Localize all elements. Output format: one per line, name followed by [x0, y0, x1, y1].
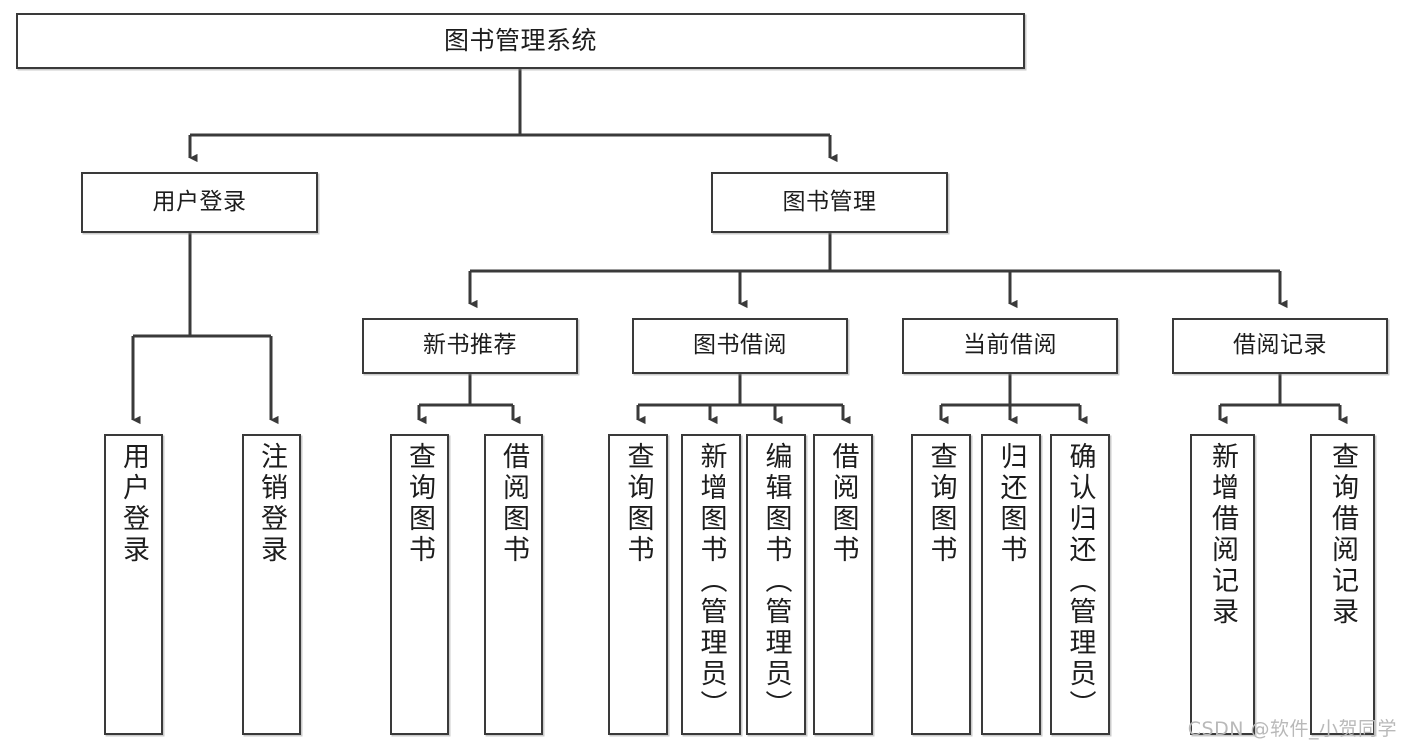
leaf-current-return-book[interactable]: 归还图书 — [981, 434, 1041, 735]
node-label: 查询借阅记录 — [1327, 442, 1358, 628]
leaf-record-query-borrow-record[interactable]: 查询借阅记录 — [1310, 434, 1375, 735]
node-book-management[interactable]: 图书管理 — [711, 172, 948, 233]
node-root-book-management-system[interactable]: 图书管理系统 — [16, 13, 1025, 69]
node-borrowing-records[interactable]: 借阅记录 — [1172, 318, 1388, 374]
node-label: 图书借阅 — [693, 332, 787, 359]
node-book-borrowing[interactable]: 图书借阅 — [632, 318, 848, 374]
node-label: 图书管理 — [782, 188, 877, 215]
node-label: 注销登录 — [256, 442, 287, 566]
leaf-new-book-query[interactable]: 查询图书 — [390, 434, 449, 735]
node-user-login[interactable]: 用户登录 — [81, 172, 318, 233]
leaf-new-book-borrow[interactable]: 借阅图书 — [484, 434, 543, 735]
node-label: 借阅图书 — [827, 442, 859, 566]
node-label: 新增借阅记录 — [1207, 442, 1238, 628]
leaf-borrow-add-book-admin[interactable]: 新增图书（管理员） — [681, 434, 741, 735]
leaf-borrow-borrow-book[interactable]: 借阅图书 — [813, 434, 873, 735]
node-label: 借阅图书 — [498, 442, 529, 566]
node-label: 用户登录 — [152, 188, 247, 215]
node-label: 新增图书（管理员） — [695, 442, 727, 721]
leaf-current-confirm-return-admin[interactable]: 确认归还（管理员） — [1050, 434, 1110, 735]
leaf-record-add-borrow-record[interactable]: 新增借阅记录 — [1190, 434, 1255, 735]
node-label: 归还图书 — [995, 442, 1027, 566]
node-label: 查询图书 — [622, 442, 654, 566]
leaf-user-login-signout[interactable]: 注销登录 — [242, 434, 301, 735]
node-label: 当前借阅 — [963, 332, 1057, 359]
node-current-borrowing[interactable]: 当前借阅 — [902, 318, 1118, 374]
node-label: 查询图书 — [925, 442, 957, 566]
node-label: 借阅记录 — [1233, 332, 1327, 359]
node-label: 图书管理系统 — [443, 26, 597, 56]
node-label: 编辑图书（管理员） — [760, 442, 792, 721]
watermark-text: CSDN @软件_小贺同学 — [1187, 718, 1397, 740]
leaf-current-query-book[interactable]: 查询图书 — [911, 434, 971, 735]
node-label: 查询图书 — [404, 442, 435, 566]
leaf-user-login-signin[interactable]: 用户登录 — [104, 434, 163, 735]
node-new-book-recommendation[interactable]: 新书推荐 — [362, 318, 578, 374]
node-label: 确认归还（管理员） — [1064, 442, 1096, 721]
node-label: 新书推荐 — [423, 332, 517, 359]
leaf-borrow-query-book[interactable]: 查询图书 — [608, 434, 668, 735]
node-label: 用户登录 — [118, 442, 149, 566]
leaf-borrow-edit-book-admin[interactable]: 编辑图书（管理员） — [746, 434, 806, 735]
